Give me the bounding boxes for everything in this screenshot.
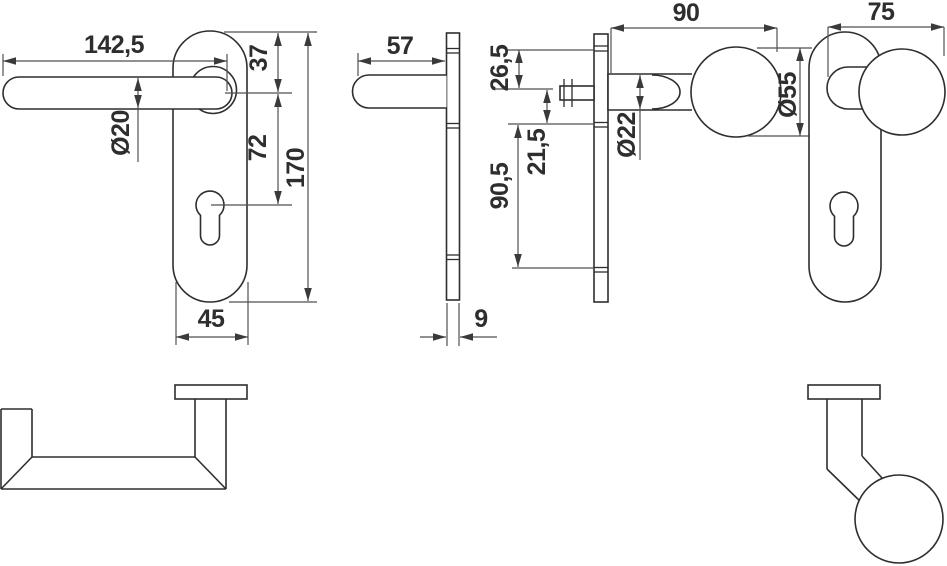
dim-plate-thickness: 9	[474, 305, 487, 333]
lever-side-view	[351, 32, 461, 301]
knob-neck-profile	[607, 73, 692, 111]
knob-front-view	[808, 31, 946, 303]
euro-cylinder-keyhole	[829, 191, 859, 247]
dim-plate-height: 170	[282, 148, 310, 188]
dim-plate-width: 45	[198, 305, 225, 333]
dim-neck-diameter: Ø22	[613, 112, 641, 158]
euro-cylinder-keyhole	[195, 190, 225, 246]
lever-side-dimensions: 57 9	[357, 32, 497, 346]
knob-angled-view	[807, 384, 944, 564]
knob-ball-side	[690, 46, 782, 138]
lever-handle-bar	[2, 76, 233, 110]
knob-front-dimensions: 75	[827, 0, 945, 77]
dim-lower-section: 90,5	[486, 162, 514, 209]
knob-flange	[807, 384, 881, 400]
lever-grip-profile	[351, 74, 447, 109]
dim-plate-top-to-spindle: 26,5	[486, 44, 514, 91]
dim-plate-top-to-handle: 37	[245, 45, 273, 72]
knob-side-view	[559, 33, 782, 303]
dim-overall-width: 75	[868, 0, 895, 26]
spindle	[559, 85, 595, 101]
knob-plate-edge	[593, 33, 609, 303]
dim-knob-projection: 90	[673, 0, 700, 27]
dim-spindle-to-reference: 21,5	[523, 128, 551, 175]
knob-neck-cap-arc	[651, 74, 681, 110]
dim-knob-diameter: Ø55	[774, 72, 802, 118]
knob-ball-angled	[854, 474, 944, 564]
lever-front-dimensions: 142,5 Ø20 37 72 170 45	[2, 31, 317, 345]
dim-handle-length: 142,5	[84, 31, 145, 59]
grip-miter-line	[0, 456, 33, 490]
dim-handle-diameter: Ø20	[107, 110, 135, 156]
grip-miter-line	[194, 456, 227, 490]
lever-flange	[174, 384, 248, 400]
knob-side-dimensions: 26,5 21,5 90,5 Ø22 90 Ø55	[486, 0, 812, 269]
dim-handle-projection: 57	[387, 32, 414, 60]
lever-front-view	[2, 30, 248, 303]
knob-neck-front	[826, 66, 868, 110]
knob-stem-diagonal	[826, 468, 865, 506]
lever-plate-edge	[445, 32, 461, 301]
dim-handle-to-cylinder: 72	[244, 135, 272, 162]
lever-plan-view	[0, 384, 248, 490]
knob-ball-front	[858, 48, 946, 136]
knob-stem-diagonal	[861, 455, 883, 479]
